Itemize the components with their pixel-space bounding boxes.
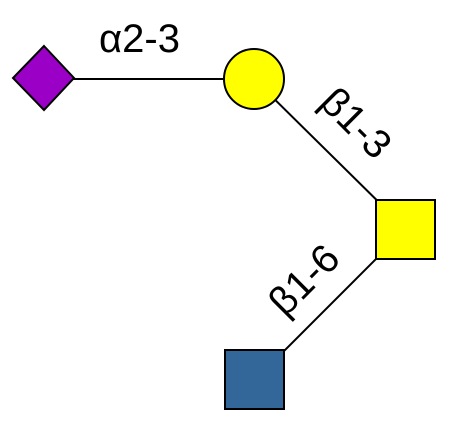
- galactose-circle: [223, 48, 285, 110]
- linkage-label-beta1-6: β1-6: [260, 236, 348, 324]
- linkage-label-beta1-3: β1-3: [312, 79, 400, 167]
- sialic-acid-diamond: [11, 44, 76, 112]
- glcnac-square: [224, 349, 285, 410]
- linkage-label-alpha2-3: α2-3: [99, 17, 180, 61]
- galnac-square: [375, 199, 436, 260]
